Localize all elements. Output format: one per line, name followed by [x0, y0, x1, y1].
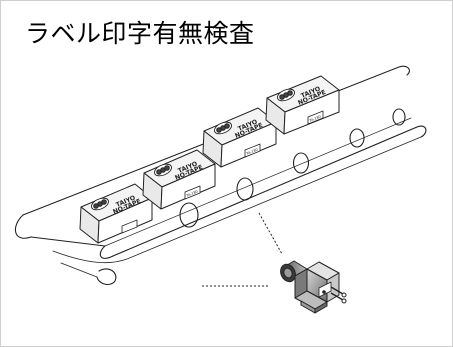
camera-sight-line: [258, 212, 283, 255]
brand-logo-icon: [154, 163, 172, 177]
product-label: [184, 185, 201, 200]
camera-icon: [280, 260, 347, 314]
conveyor-roller: [292, 152, 310, 174]
conveyor-belt-left-end: [14, 214, 32, 239]
conveyor-icon: [14, 65, 427, 286]
conveyor-belt-surface-line: [104, 117, 412, 247]
brand-logo-icon: [214, 121, 232, 135]
conveyor-belt-front-edge: [112, 125, 427, 257]
conveyor-belt-left-underside: [30, 236, 106, 247]
conveyor-belt-bottom-edge: [52, 136, 422, 264]
conveyor-roller-front-shaft: [60, 262, 98, 278]
conveyor-belt-front-corner: [99, 245, 114, 259]
product-label-code: TA-180: [308, 114, 322, 123]
label-box: TAIYO NO-TAPE TA-180: [142, 149, 216, 210]
product-label-code: TA-180: [245, 147, 259, 156]
brand-logo-icon: [91, 197, 109, 211]
conveyor-belt-back-edge: [22, 65, 410, 216]
page-title: ラベル印字有無検査: [25, 19, 255, 48]
product-label-code: TA-180: [185, 189, 199, 198]
conveyor-roller: [392, 108, 406, 126]
conveyor-roller: [236, 177, 254, 201]
brand-logo-icon: [277, 88, 295, 102]
conveyor-roller: [349, 128, 365, 148]
product-label: [307, 110, 324, 125]
conveyor-roller-front: [96, 268, 117, 286]
inspection-sight-lines: [202, 212, 283, 287]
conveyor-roller: [179, 202, 199, 228]
product-label: [244, 143, 261, 158]
product-label: [121, 219, 138, 234]
label-box: TAIYO NO-TAPE TA-180: [265, 75, 340, 135]
label-box: TAIYO NO-TAPE TA-180: [202, 107, 277, 168]
label-box: TAIYO NO-TAPE: [79, 183, 153, 244]
